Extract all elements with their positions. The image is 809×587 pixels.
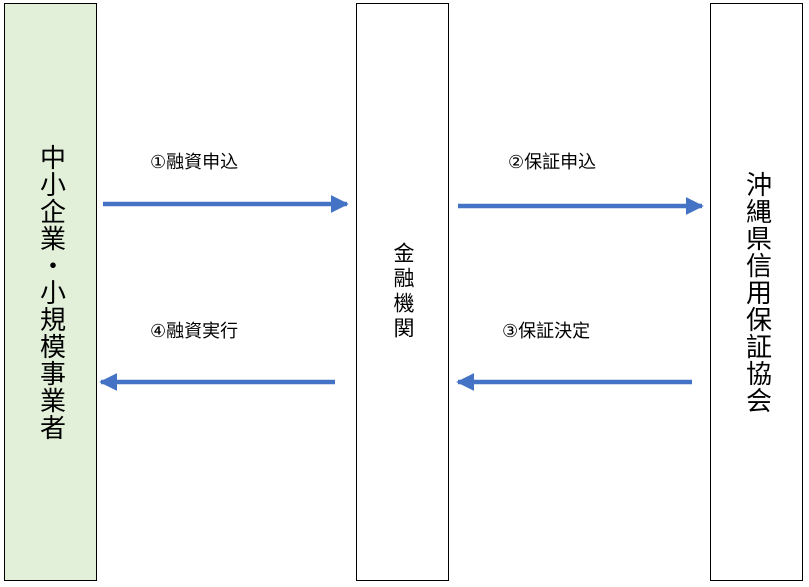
bank-label: 金融機関	[391, 242, 415, 342]
sme-label: 中小企業・小規模事業者	[35, 143, 66, 441]
step3-label: ③保証決定	[502, 321, 591, 342]
bank-box: 金融機関	[356, 3, 449, 581]
step4-label: ④融資実行	[150, 321, 239, 342]
step1-label: ①融資申込	[150, 152, 239, 173]
step2-label: ②保証申込	[508, 152, 597, 173]
guarantee-association-box: 沖縄県信用保証協会	[710, 3, 803, 581]
guarantee-association-label: 沖縄県信用保証協会	[741, 170, 772, 414]
sme-box: 中小企業・小規模事業者	[4, 3, 97, 581]
